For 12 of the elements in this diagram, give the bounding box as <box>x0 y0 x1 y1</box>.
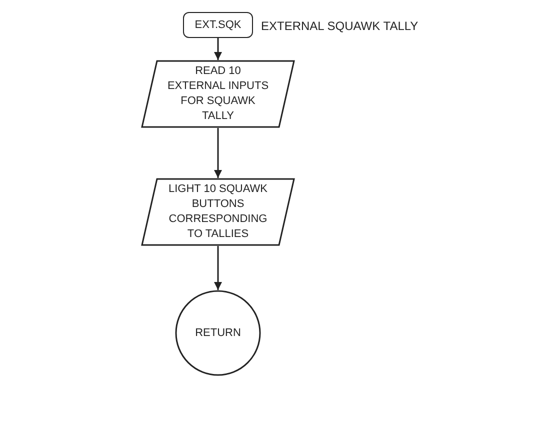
input-output-parallelogram <box>141 178 295 246</box>
arrow <box>214 128 222 178</box>
node-text: RETURN <box>194 326 242 340</box>
node-text: READ 10 EXTERNAL INPUTS FOR SQUAWK TALLY <box>166 64 270 124</box>
terminal-box <box>183 12 253 38</box>
input-output-parallelogram <box>141 60 295 128</box>
arrow <box>214 38 222 60</box>
node-text: LIGHT 10 SQUAWK BUTTONS CORRESPONDING TO TALLIES <box>167 182 269 242</box>
arrow <box>214 246 222 290</box>
node-text: EXT.SQK <box>194 18 242 32</box>
return-circle <box>175 290 261 376</box>
node-caption: EXTERNAL SQUAWK TALLY <box>261 18 418 35</box>
